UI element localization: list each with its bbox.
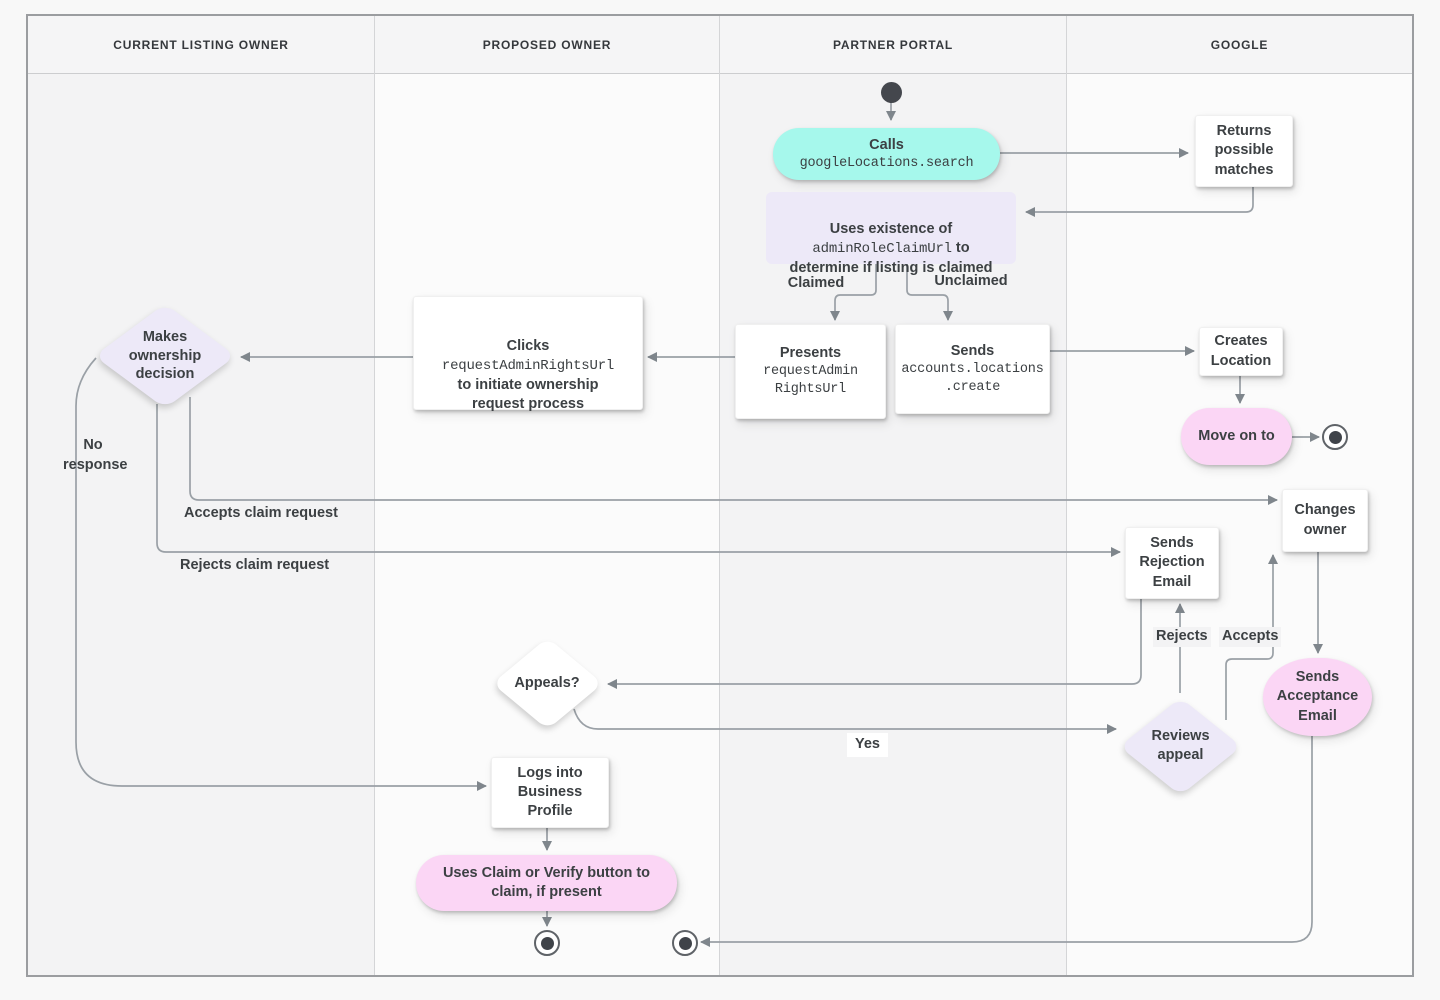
edge-unclaimed-to-sends-create — [906, 264, 953, 321]
edge-accepts-claim-to-changes-owner — [189, 397, 1278, 505]
edge-acceptance-to-end — [700, 736, 1313, 947]
node-title: Calls — [869, 136, 904, 153]
decision-label: Makes ownership decision — [128, 328, 202, 383]
node-label: Uses Claim or Verify button to claim, if… — [442, 864, 651, 900]
node-calls-google-locations-search: Calls googleLocations.search — [773, 128, 1000, 180]
node-text-post: to initiate ownership request process — [457, 376, 599, 412]
lane-current-listing-owner: CURRENT LISTING OWNER — [28, 16, 374, 975]
decision-reviews-appeal: Reviews appeal — [1119, 697, 1242, 795]
node-presents-request-admin-rights-url: Presents requestAdmin RightsUrl — [735, 324, 886, 419]
node-creates-location: Creates Location — [1199, 327, 1283, 376]
edge-label-claimed: Claimed — [783, 274, 849, 294]
edge-rejects-claim-to-rejection-email — [156, 404, 1121, 557]
lane-header-current-listing-owner: CURRENT LISTING OWNER — [28, 16, 374, 74]
node-changes-owner: Changes owner — [1282, 489, 1368, 552]
edge-reviews-accepts-to-changes-owner — [1225, 554, 1278, 720]
edge-claimed-to-presents — [830, 264, 877, 321]
decision-label: Appeals? — [514, 674, 580, 691]
decision-makes-ownership-decision: Makes ownership decision — [94, 303, 236, 409]
node-sends-rejection-email: Sends Rejection Email — [1125, 527, 1219, 599]
edge-label-rejects-claim-request: Rejects claim request — [180, 557, 330, 573]
node-code: requestAdmin RightsUrl — [763, 364, 858, 398]
node-label: Logs into Business Profile — [517, 764, 583, 820]
decision-appeals: Appeals? — [491, 637, 603, 729]
node-code: adminRoleClaimUrl — [812, 241, 952, 258]
edge-label-accepts-claim-request: Accepts claim request — [184, 505, 338, 521]
node-title: Presents — [779, 345, 842, 362]
edge-rejection-to-appeals — [607, 599, 1142, 689]
edge-label-accepts: Accepts — [1219, 627, 1282, 647]
end-node-dot — [540, 936, 554, 950]
node-text-post: to determine if listing is claimed — [789, 240, 993, 276]
node-clicks-request-admin-rights-url: Clicks requestAdminRightsUrl to initiate… — [413, 296, 643, 412]
end-node-dot — [1328, 430, 1342, 444]
lane-header-proposed-owner: PROPOSED OWNER — [375, 16, 719, 74]
lane-header-google: GOOGLE — [1067, 16, 1412, 74]
node-text-pre: Uses existence of — [829, 221, 953, 238]
end-node-dot — [678, 936, 692, 950]
edge-returns-to-uses-existence — [1025, 187, 1254, 217]
node-sends-acceptance-email: Sends Acceptance Email — [1263, 658, 1372, 736]
edge-label-unclaimed: Unclaimed — [926, 272, 1016, 292]
node-text-pre: Clicks — [506, 338, 550, 355]
end-node-claim-flow — [534, 930, 560, 956]
node-label: Sends Acceptance Email — [1276, 669, 1359, 724]
node-sends-accounts-locations-create: Sends accounts.locations .create — [895, 324, 1050, 414]
end-node-acceptance-flow — [672, 930, 698, 956]
node-label: Changes owner — [1294, 502, 1356, 538]
node-returns-possible-matches: Returns possible matches — [1195, 115, 1293, 187]
node-code: accounts.locations .create — [901, 361, 1044, 395]
end-node-create-flow — [1322, 424, 1348, 450]
node-move-on-to: Move on to — [1181, 408, 1292, 465]
decision-label: Reviews appeal — [1151, 728, 1210, 763]
lane-header-partner-portal: PARTNER PORTAL — [720, 16, 1066, 74]
edge-label-no-response: No response — [63, 437, 128, 473]
node-label: Creates Location — [1210, 333, 1272, 369]
edge-appeals-yes-to-reviews — [573, 708, 1117, 734]
node-label: Move on to — [1198, 427, 1275, 444]
node-label: Returns possible matches — [1214, 123, 1274, 178]
node-uses-existence-admin-role-claim-url: Uses existence of adminRoleClaimUrl to d… — [766, 192, 1016, 276]
node-code: requestAdminRightsUrl — [441, 358, 615, 375]
node-title: Sends — [950, 342, 995, 359]
node-label: Sends Rejection Email — [1139, 535, 1205, 590]
edge-label-rejects: Rejects — [1153, 627, 1211, 647]
node-code: googleLocations.search — [799, 155, 974, 171]
edge-no-response-to-logs-in — [75, 357, 487, 791]
node-uses-claim-or-verify-button: Uses Claim or Verify button to claim, if… — [416, 855, 677, 911]
start-node — [881, 82, 902, 103]
node-logs-into-business-profile: Logs into Business Profile — [491, 757, 609, 828]
edge-label-yes: Yes — [847, 733, 888, 757]
lane-body-current-listing-owner — [28, 74, 374, 975]
